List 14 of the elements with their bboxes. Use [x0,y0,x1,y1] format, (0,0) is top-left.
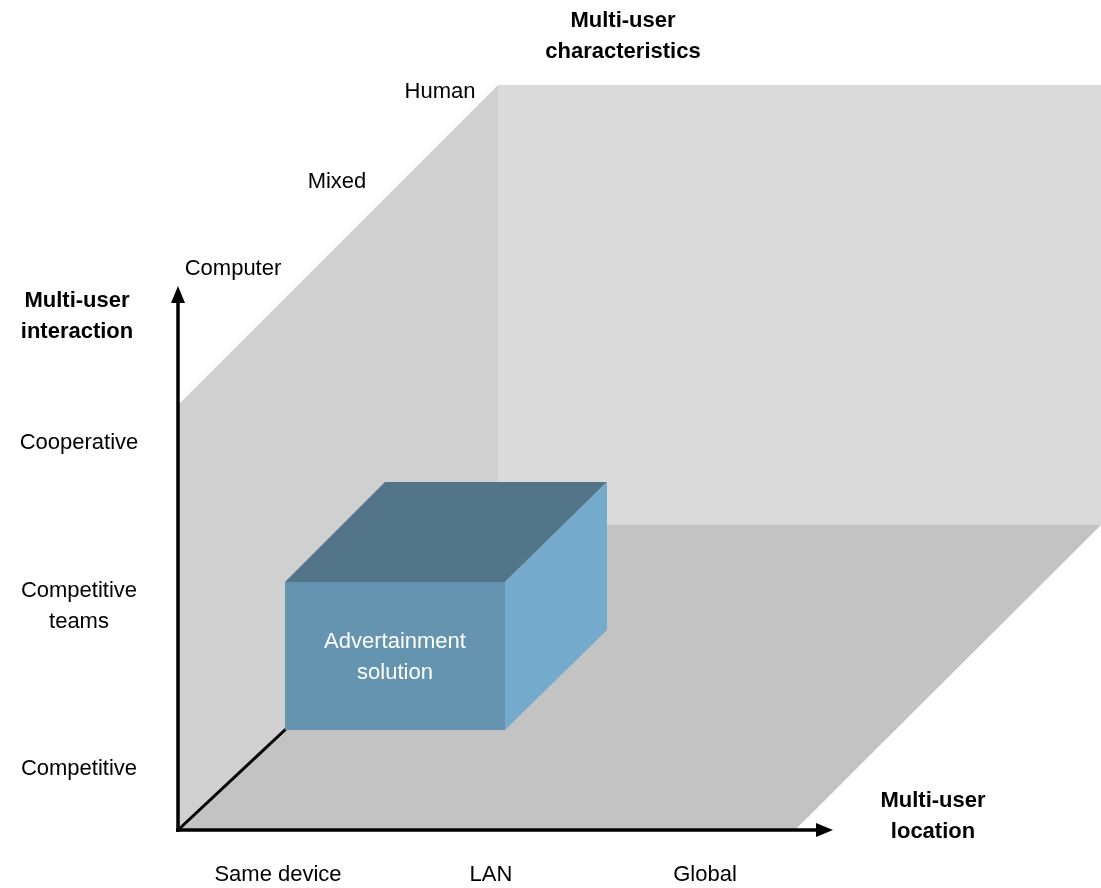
cube [285,482,607,730]
tick-label: Competitive teams [19,576,139,635]
tick-label: LAN [468,860,514,888]
axis-title: Multi-user characteristics [544,6,702,65]
tick-label: Global [672,860,738,888]
tick-label: Mixed [306,167,368,195]
tick-label: Cooperative [18,428,140,456]
node-label: Advertainment solution [323,627,467,686]
tick-label: Computer [183,254,283,282]
tick-label: Human [403,77,477,105]
axis-title: Multi-user location [879,786,987,845]
axis-title: Multi-user interaction [19,286,135,345]
tick-label: Same device [213,860,343,888]
tick-label: Competitive [19,754,139,782]
